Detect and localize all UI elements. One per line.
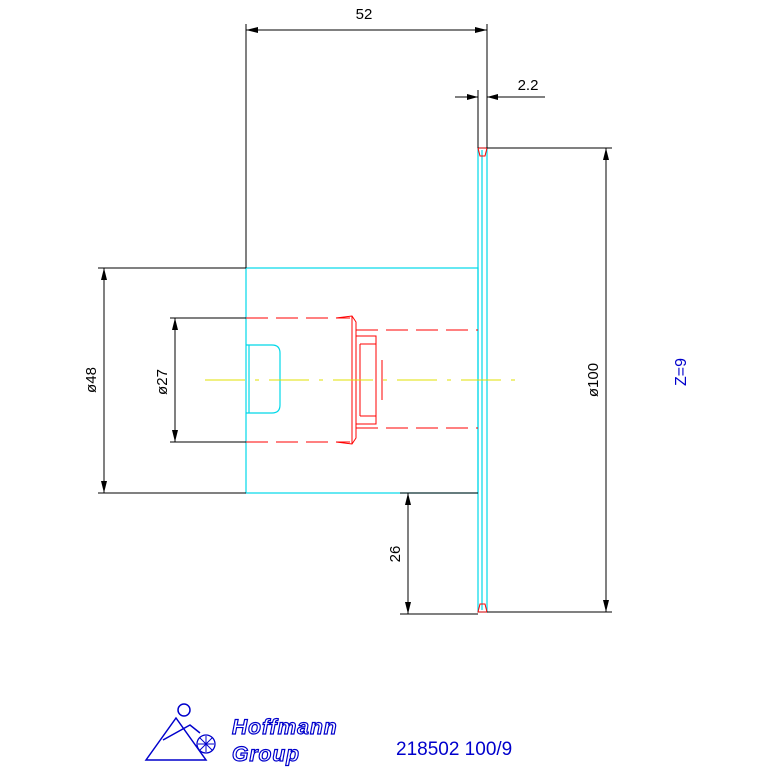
dimension-26: 26 bbox=[387, 492, 478, 615]
logo-text-line1: Hoffmann bbox=[232, 716, 338, 739]
dimension-2-2-label: 2.2 bbox=[518, 77, 539, 94]
dimension-dia-27-label: ø27 bbox=[154, 369, 171, 395]
dimension-dia-48: ø48 bbox=[83, 267, 246, 494]
dimension-dia-27: ø27 bbox=[154, 317, 246, 443]
hoffmann-group-logo: Hoffmann Group bbox=[144, 703, 338, 767]
dimension-dia-100: ø100 bbox=[487, 147, 612, 613]
logo-text-line2: Group bbox=[232, 743, 300, 766]
dimension-52-label: 52 bbox=[356, 6, 373, 23]
dimension-dia-100-label: ø100 bbox=[585, 363, 602, 397]
logo-figure-icon bbox=[144, 703, 216, 761]
dimension-52: 52 bbox=[245, 6, 488, 268]
dimension-dia-48-label: ø48 bbox=[83, 367, 100, 393]
dimension-2-2: 2.2 bbox=[455, 77, 545, 148]
part-number: 218502 100/9 bbox=[396, 739, 512, 760]
dimension-26-label: 26 bbox=[387, 546, 404, 563]
teeth-count-label: Z=9 bbox=[673, 358, 690, 386]
